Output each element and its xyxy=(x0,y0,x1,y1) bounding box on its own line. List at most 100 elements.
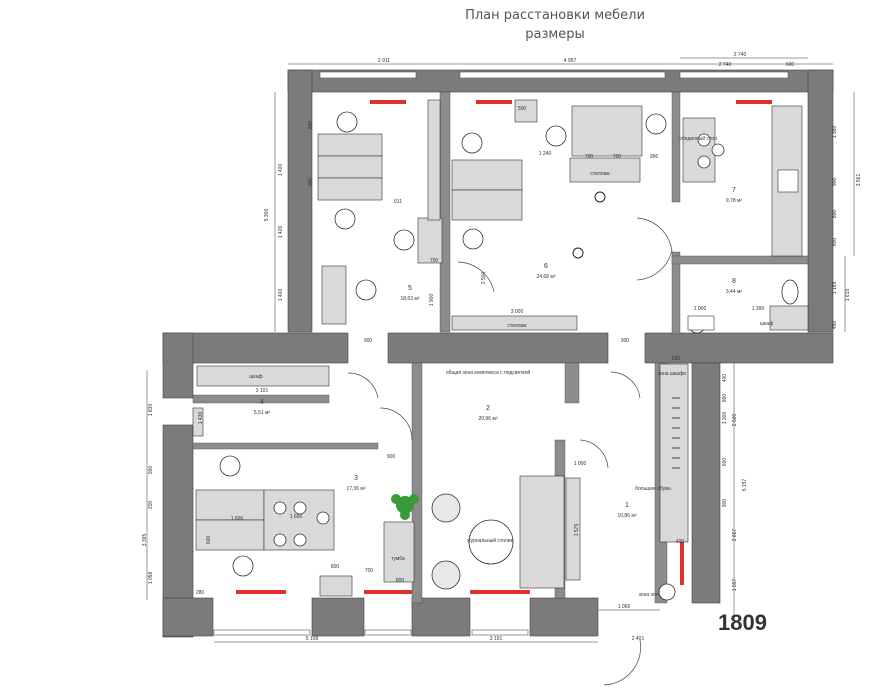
room-3-area: 17,36 м² xyxy=(346,486,365,492)
outer-walls xyxy=(162,69,834,638)
dim-mid-3: 2 500 xyxy=(481,272,487,285)
dim-mid-12: 700 xyxy=(585,154,594,160)
watermark: 1809 xyxy=(718,610,767,635)
dim-mid-14: 700 xyxy=(430,258,439,264)
dim-rb-0: 630 xyxy=(672,356,681,362)
label-zhurnal: журнальный столик xyxy=(467,537,513,544)
label-shkaf-8: шкаф xyxy=(760,321,773,327)
kitchen-appliances xyxy=(687,169,799,331)
room-4-number: 4 xyxy=(260,399,264,406)
dim-rb-7: 600 xyxy=(722,458,728,467)
dim-left-5: 900 xyxy=(308,178,314,187)
dim-mid-8: 911 xyxy=(394,199,402,205)
dim-rb-4: 5 157 xyxy=(742,479,748,492)
plan-subtitle: размеры xyxy=(525,27,585,42)
label-stellazh-6b: стеллаж xyxy=(590,171,610,177)
dim-mid-11: 500 xyxy=(518,106,527,112)
plan-title: План расстановки мебели xyxy=(465,8,645,23)
dimension-lines xyxy=(146,57,855,643)
dim-lb-5: 900 xyxy=(148,466,154,475)
dim-lb-2: 1 430 xyxy=(198,412,204,425)
dim-lb-4: 3 395 xyxy=(142,534,148,547)
label-stellazh-6: стеллаж xyxy=(507,323,527,329)
label-tumba: тумба xyxy=(391,556,405,562)
dim-lb-10: 700 xyxy=(365,568,374,574)
dim-top-0: 2 911 xyxy=(378,58,390,64)
plant-icon xyxy=(391,494,419,520)
dim-right-3: 800 xyxy=(832,210,838,219)
dim-lb-9: 200 xyxy=(148,501,154,510)
dim-lb-11: 800 xyxy=(331,564,340,570)
dim-mid-4: 1 240 xyxy=(539,151,552,157)
furniture-labels: шкаф шкаф стеллаж стеллаж журнальный сто… xyxy=(249,135,773,598)
dim-lb-6: 1 058 xyxy=(148,572,154,585)
room-6-number: 6 xyxy=(544,263,548,270)
dim-mid-1: 900 xyxy=(621,338,630,344)
label-shkaf-4: шкаф xyxy=(249,374,262,380)
dim-lb-3: 900 xyxy=(387,454,396,460)
dim-left-4: 900 xyxy=(308,121,314,130)
dim-mid-6: 1 000 xyxy=(694,306,707,312)
room-4-area: 5,51 м² xyxy=(254,410,271,416)
dim-mid-2: 3 000 xyxy=(511,309,524,315)
chairs xyxy=(219,111,725,577)
dim-top-2: 2 740 xyxy=(734,52,747,58)
dim-right-4: 600 xyxy=(832,238,838,247)
label-obed: обеденный стол xyxy=(679,135,717,142)
dim-mid-13: 700 xyxy=(613,154,622,160)
dim-bottom-0: 5 108 xyxy=(306,636,319,642)
window-heaters xyxy=(236,100,772,594)
room-1-number: 1 xyxy=(625,502,629,509)
window-frames xyxy=(213,71,789,636)
room-5-area: 18,63 м² xyxy=(400,296,419,302)
wardrobe-rails xyxy=(672,397,680,469)
dim-top-1: 4 997 xyxy=(564,58,577,64)
label-zona-shkafa: зона шкафа xyxy=(658,371,686,377)
room-1-area: 10,86 м² xyxy=(617,513,636,519)
dim-rb-3: 1 557 xyxy=(732,579,738,592)
room-2-area: 20,96 м² xyxy=(478,416,497,422)
dim-lb-0: 3 101 xyxy=(256,388,269,394)
dim-right-2: 900 xyxy=(832,178,838,187)
dim-rb-2: 2 867 xyxy=(732,529,738,542)
label-zona-xl: зона хол. xyxy=(639,592,660,598)
room-8-area: 3,44 м² xyxy=(726,289,743,295)
dim-bottom-1: 3 191 xyxy=(490,636,503,642)
room-5-number: 5 xyxy=(408,285,412,292)
dim-right-1: 1 360 xyxy=(832,126,838,139)
dim-mid-9: 956 xyxy=(650,154,659,160)
dim-left-0: 5 300 xyxy=(264,209,270,222)
door-swings xyxy=(347,217,673,686)
room-6-area: 24,68 м² xyxy=(536,274,555,280)
dim-right-5: 1 169 xyxy=(832,282,838,295)
dim-rb-8: 900 xyxy=(722,499,728,508)
label-obuvn: большие обувн. xyxy=(635,486,672,492)
dim-lb-1: 1 830 xyxy=(148,404,154,417)
dim-bottom-3: 2 401 xyxy=(632,636,645,642)
dim-right-0: 3 561 xyxy=(856,174,862,187)
dim-rb-10: 800 xyxy=(722,394,728,403)
dim-right-6: 1 619 xyxy=(845,289,851,302)
dim-mid-5: 1 390 xyxy=(752,306,765,312)
room-7-number: 7 xyxy=(732,187,736,194)
room-2-number: 2 xyxy=(486,405,490,412)
dim-top-4: 600 xyxy=(786,62,795,68)
dim-lb-8: 600 xyxy=(206,536,212,545)
room-labels: 1 10,86 м² 2 20,96 м² 3 17,36 м² 4 5,51 … xyxy=(254,187,743,519)
dim-rb-9: 400 xyxy=(722,374,728,383)
dim-rb-11: 1 575 xyxy=(574,524,580,537)
dim-rb-5: 400 xyxy=(676,539,685,545)
people-icons xyxy=(572,191,606,259)
dim-mid-0: 900 xyxy=(364,338,373,344)
dim-lb-13: 1 600 xyxy=(290,514,303,520)
label-obshchaya: общая зона комплекса с подсветкой xyxy=(446,369,531,376)
dim-left-3: 1 400 xyxy=(278,289,284,302)
room-3-number: 3 xyxy=(354,475,358,482)
dim-rb-6: 1 300 xyxy=(722,412,728,425)
dim-bottom-2: 1 066 xyxy=(618,604,631,610)
room-8-number: 8 xyxy=(732,278,736,285)
dim-top-3: 2 740 xyxy=(719,62,732,68)
dim-lb-14: 1 600 xyxy=(231,516,244,522)
